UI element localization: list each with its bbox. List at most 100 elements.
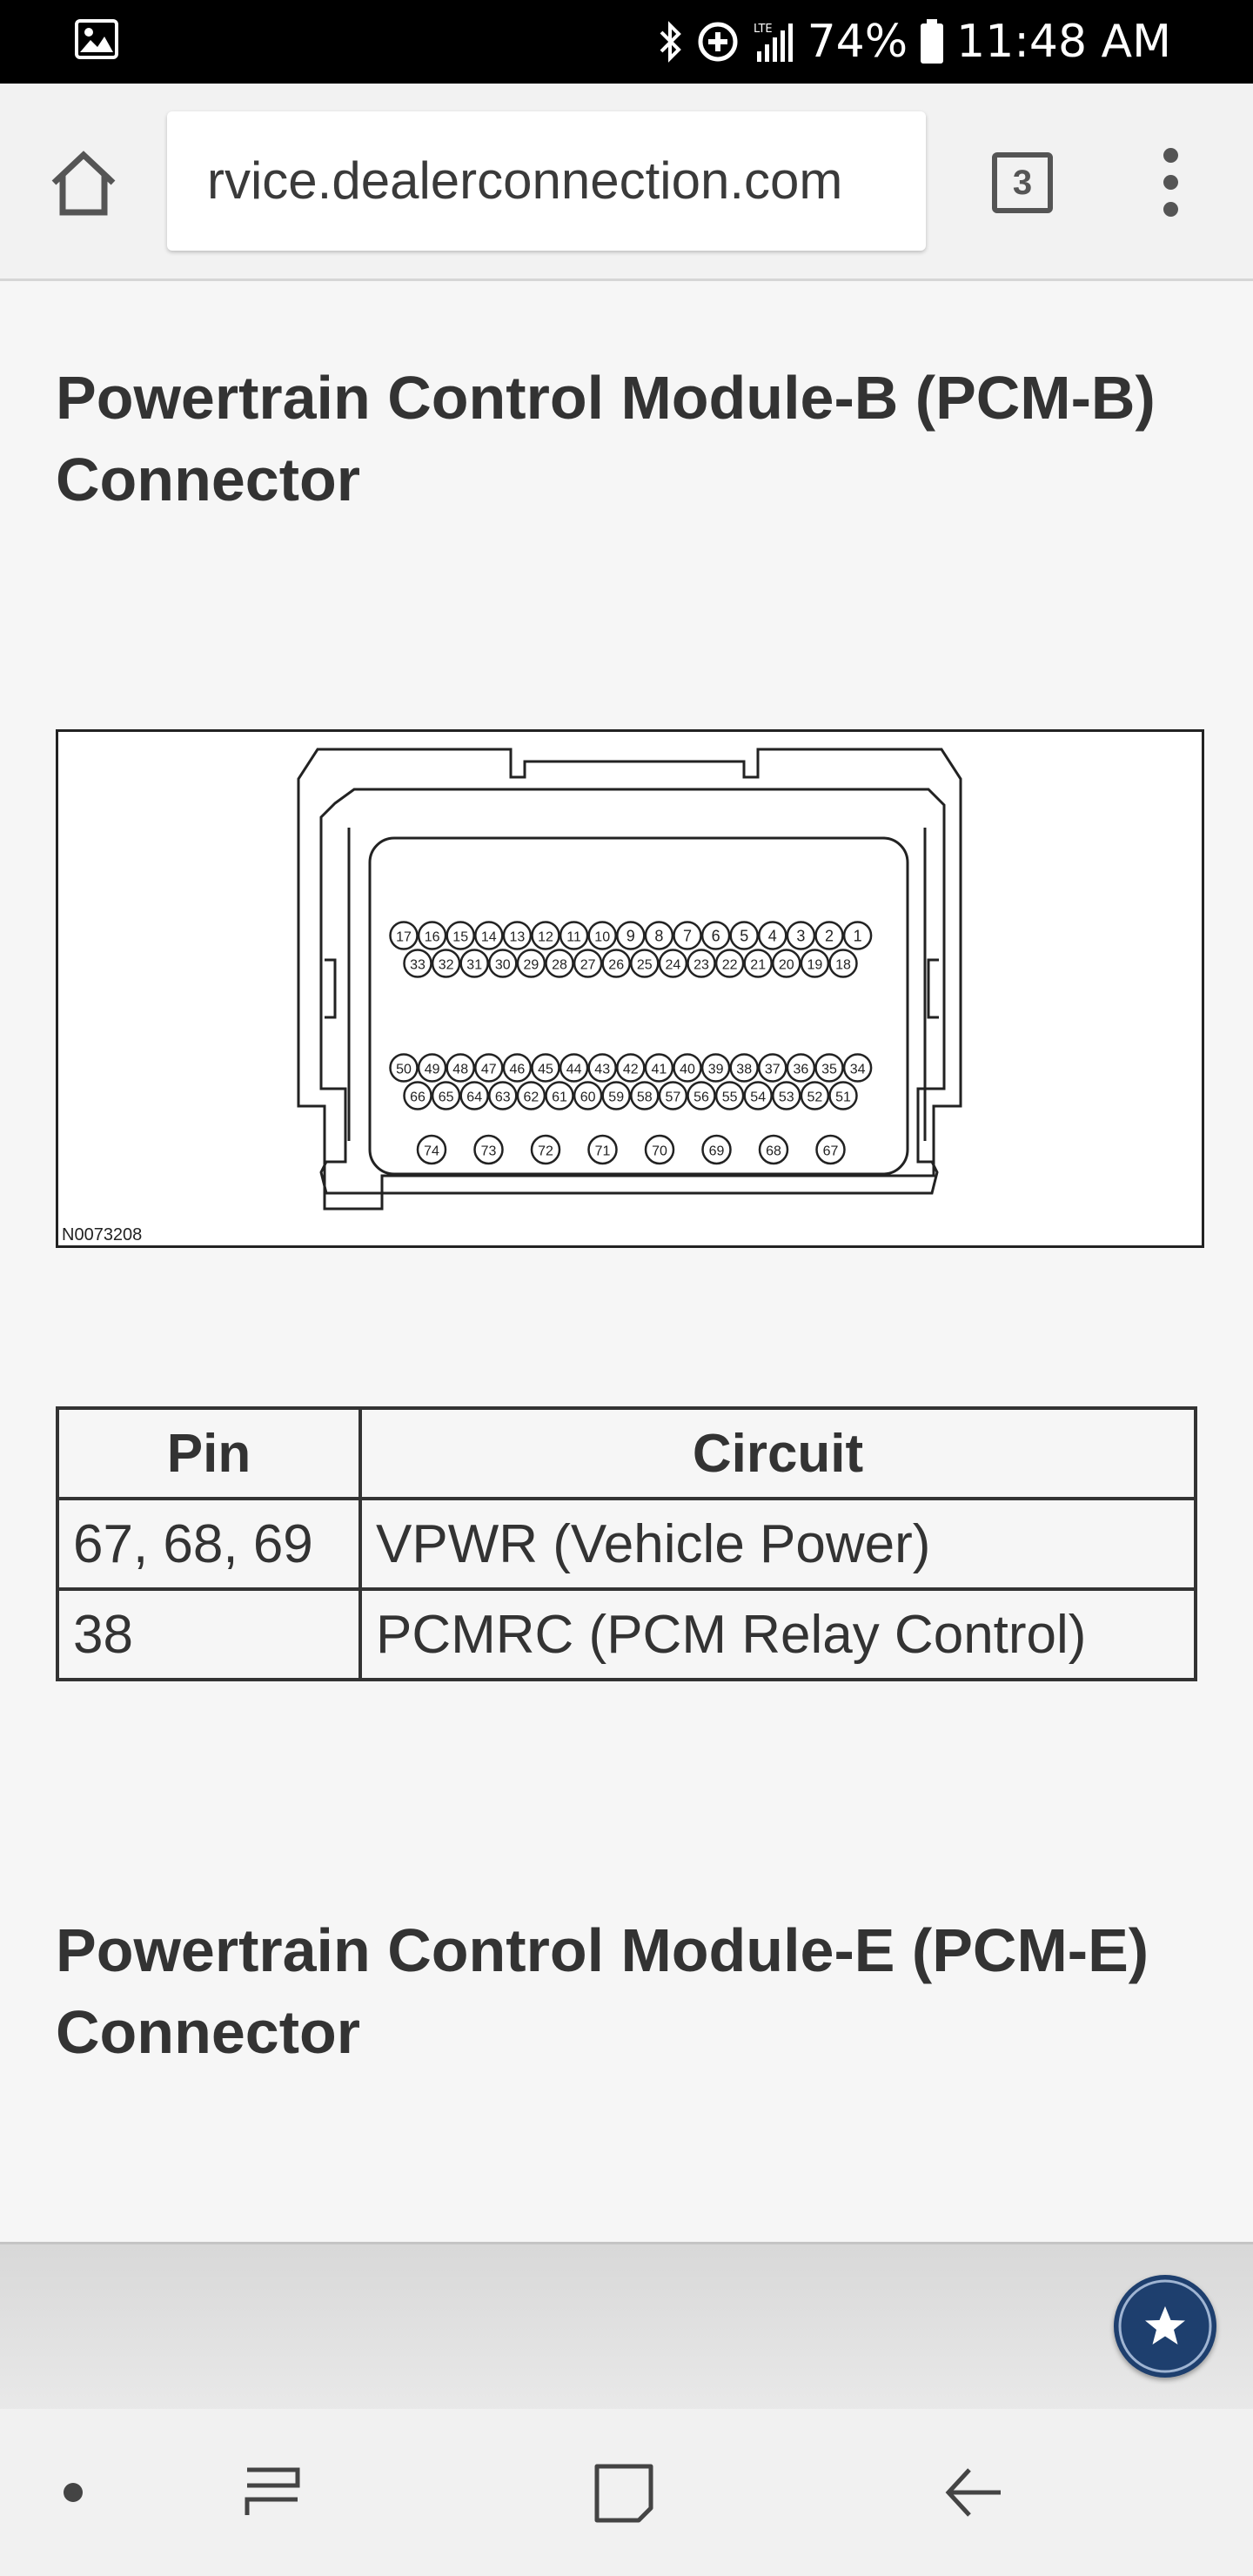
pin-label: 64	[466, 1090, 482, 1105]
pin-1	[842, 921, 873, 950]
favorite-button[interactable]	[1114, 2275, 1216, 2378]
pin-72	[530, 1134, 561, 1165]
pin-label: 30	[495, 958, 511, 973]
pin-53	[772, 1081, 801, 1110]
pin-label: 31	[466, 958, 482, 973]
pin-label: 8	[654, 928, 663, 945]
url-bar[interactable]: rvice.dealerconnection.com	[167, 111, 926, 251]
pin-label: 35	[821, 1063, 837, 1077]
pin-label: 28	[552, 958, 567, 973]
pin-label: 52	[807, 1090, 823, 1105]
pin-label: 16	[425, 930, 440, 945]
circuit-cell: PCMRC (PCM Relay Control)	[358, 1587, 1197, 1681]
signal-icon: LTE	[754, 23, 793, 62]
battery-percent: 74%	[807, 16, 908, 68]
url-text: rvice.dealerconnection.com	[207, 151, 843, 210]
pin-63	[488, 1081, 518, 1110]
pin-10	[587, 921, 617, 950]
pin-label: 7	[683, 928, 692, 945]
pin-18	[828, 949, 858, 978]
back-icon[interactable]	[943, 2465, 1004, 2520]
pin-49	[417, 1053, 447, 1083]
figure-id: N0073208	[62, 1225, 143, 1244]
tab-count: 3	[1012, 164, 1033, 202]
pin-5	[729, 921, 759, 950]
circuit-cell: VPWR (Vehicle Power)	[358, 1497, 1197, 1591]
pin-label: 60	[580, 1090, 596, 1105]
pin-61	[545, 1081, 574, 1110]
pin-label: 29	[524, 958, 539, 973]
pin-25	[630, 949, 660, 978]
pin-label: 39	[708, 1063, 724, 1077]
pin-54	[743, 1081, 773, 1110]
pin-42	[616, 1053, 646, 1083]
pin-52	[800, 1081, 830, 1110]
pin-70	[644, 1134, 675, 1165]
pin-label: 11	[566, 930, 581, 945]
pin-29	[516, 949, 546, 978]
pin-label: 37	[765, 1063, 781, 1077]
pin-21	[743, 949, 773, 978]
pin-label: 63	[495, 1090, 511, 1105]
pin-17	[389, 921, 419, 950]
pin-label: 45	[538, 1063, 553, 1077]
pin-label: 62	[524, 1090, 539, 1105]
heading-line: Connector	[56, 446, 360, 513]
pin-label: 20	[779, 958, 794, 973]
pin-label: 42	[623, 1063, 639, 1077]
navigation-bar	[0, 2409, 1253, 2576]
pin-label: 58	[637, 1090, 653, 1105]
pin-label: 65	[439, 1090, 454, 1105]
pin-37	[758, 1053, 787, 1083]
pin-32	[431, 949, 461, 978]
pin-66	[403, 1081, 432, 1110]
pin-label: 68	[766, 1144, 781, 1159]
pin-cell: 38	[56, 1587, 362, 1681]
pin-48	[446, 1053, 475, 1083]
pin-6	[700, 921, 731, 950]
pin-57	[658, 1081, 688, 1110]
pin-11	[559, 921, 589, 950]
overflow-menu-icon[interactable]	[1154, 148, 1189, 218]
pin-45	[531, 1053, 560, 1083]
star-icon	[1118, 2279, 1212, 2373]
pin-51	[828, 1081, 858, 1110]
pin-label: 17	[396, 930, 412, 945]
pin-33	[403, 949, 432, 978]
pin-19	[800, 949, 830, 978]
pin-label: 70	[652, 1144, 667, 1159]
pin-label: 12	[538, 930, 553, 945]
home-square-icon[interactable]	[593, 2463, 654, 2524]
gallery-icon	[75, 19, 118, 59]
pin-55	[714, 1081, 745, 1110]
pin-label: 53	[779, 1090, 794, 1105]
heading-line: Powertrain Control Module-B (PCM-B)	[56, 364, 1156, 432]
home-icon[interactable]	[45, 144, 122, 221]
pin-label: 18	[835, 958, 851, 973]
pin-8	[644, 921, 674, 950]
pin-label: 48	[452, 1063, 468, 1077]
recent-apps-icon[interactable]	[242, 2465, 303, 2520]
pin-27	[573, 949, 603, 978]
pin-34	[842, 1053, 873, 1083]
pin-label: 74	[424, 1144, 439, 1159]
pin-64	[459, 1081, 489, 1110]
pin-label: 32	[439, 958, 454, 973]
tabs-icon[interactable]: 3	[992, 152, 1053, 213]
pin-label: 9	[626, 928, 635, 945]
pin-label: 54	[750, 1090, 766, 1105]
pin-68	[758, 1134, 789, 1165]
pin-36	[786, 1053, 816, 1083]
pin-35	[814, 1053, 844, 1083]
table-row: 38 PCMRC (PCM Relay Control)	[56, 1587, 1197, 1681]
pin-table: Pin Circuit 67, 68, 69 VPWR (Vehicle Pow…	[56, 1406, 1197, 1681]
dot-icon[interactable]	[63, 2482, 84, 2503]
pin-label: 36	[794, 1063, 809, 1077]
pin-31	[459, 949, 489, 978]
pin-16	[417, 921, 447, 950]
pin-label: 43	[594, 1063, 610, 1077]
pin-label: 15	[452, 930, 468, 945]
pin-67	[815, 1134, 846, 1165]
